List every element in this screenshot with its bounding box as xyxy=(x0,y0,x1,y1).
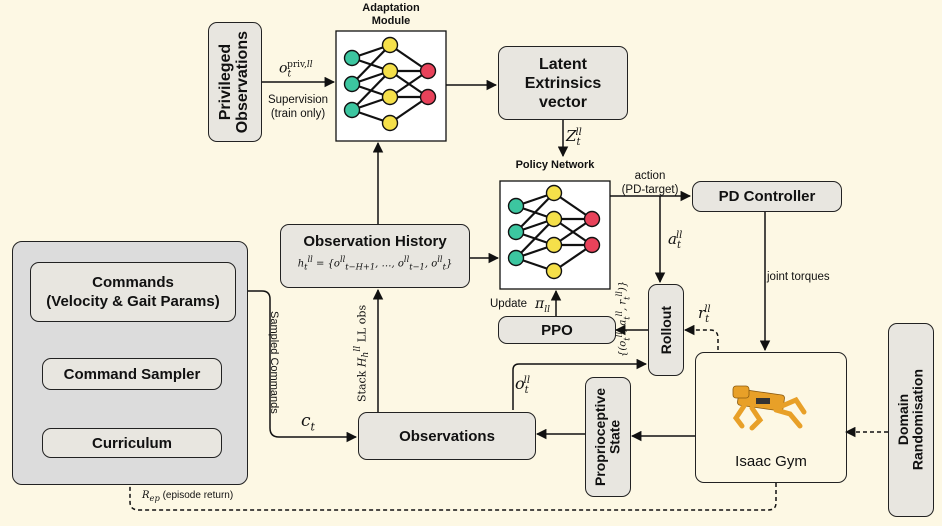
arrow-commands-to-observations xyxy=(236,290,358,443)
commands-line1: Commands xyxy=(92,274,174,291)
isaac-gym-box: Isaac Gym xyxy=(695,352,847,483)
network-node xyxy=(381,88,399,106)
network-node xyxy=(507,223,525,241)
privileged-line2: Observations xyxy=(234,30,251,134)
action-symbol: atll xyxy=(668,230,683,251)
update-symbol: πll xyxy=(535,296,550,315)
network-edge xyxy=(351,70,391,111)
supervision-line2: (train only) xyxy=(270,108,326,120)
latent-line3: vector xyxy=(538,93,588,111)
stack-label: Stack Hhll LL obs xyxy=(352,304,371,402)
network-node xyxy=(343,49,361,67)
commands-box: Commands (Velocity & Gait Params) xyxy=(30,262,236,322)
rollout-set-label: {(otll, atll, rtll)} xyxy=(614,280,632,358)
network-node xyxy=(419,88,437,106)
action-line1: action xyxy=(634,170,666,182)
adaptation-module-title: Adaptation Module xyxy=(336,2,446,28)
adaptation-network-graph xyxy=(343,36,437,132)
network-edge xyxy=(351,44,391,85)
network-node xyxy=(343,101,361,119)
reward-symbol: rtll xyxy=(698,304,711,325)
action-label: action (PD-target) xyxy=(612,169,688,197)
observation-history-box: Observation History htll = {ollt−H+1, …,… xyxy=(280,224,470,288)
observation-history-formula: htll = {ollt−H+1, …, ollt−1, ollt} xyxy=(297,254,453,272)
proprioceptive-line2: State xyxy=(607,419,623,455)
obs-symbol: otll xyxy=(515,374,531,397)
network-node xyxy=(545,236,563,254)
network-node xyxy=(545,184,563,202)
domain-randomisation-box: Domain Randomisation xyxy=(888,323,934,517)
network-node xyxy=(545,262,563,280)
rollout-box: Rollout xyxy=(648,284,684,376)
policy-network-title: Policy Network xyxy=(515,159,595,171)
adaptation-title-line1: Adaptation xyxy=(362,2,420,14)
network-edge xyxy=(515,192,555,233)
policy-network-graph xyxy=(507,184,601,280)
network-node xyxy=(419,62,437,80)
isaac-gym-label: Isaac Gym xyxy=(735,453,807,470)
latent-symbol: Ztll xyxy=(566,127,582,148)
network-node xyxy=(545,210,563,228)
network-node xyxy=(381,114,399,132)
arrow-reward-to-rollout xyxy=(683,324,719,350)
sampled-commands-label: Sampled Commands xyxy=(268,311,280,414)
privileged-line1: Privileged xyxy=(217,43,235,121)
network-node xyxy=(343,75,361,93)
network-node xyxy=(381,62,399,80)
observation-history-title: Observation History xyxy=(303,233,447,250)
arrow-episode-return xyxy=(124,458,777,511)
c-symbol: ct xyxy=(301,411,315,434)
supervision-label: Supervision (train only) xyxy=(262,93,334,121)
latent-extrinsics-box: Latent Extrinsics vector xyxy=(498,46,628,120)
proprioceptive-state-box: Proprioceptive State xyxy=(585,377,631,497)
priv-obs-symbol: otpriv,ll xyxy=(279,60,313,80)
joint-torques-label: joint torques xyxy=(767,271,830,283)
latent-line2: Extrinsics xyxy=(524,74,602,92)
network-edge xyxy=(515,218,555,259)
network-node xyxy=(583,210,601,228)
network-node xyxy=(507,197,525,215)
curriculum-box: Curriculum xyxy=(42,428,222,458)
robot-dog-image xyxy=(732,385,807,431)
adaptation-title-line2: Module xyxy=(371,15,411,27)
supervision-line1: Supervision xyxy=(267,94,329,106)
domain-line2: Randomisation xyxy=(910,369,926,471)
arrow-observations-to-rollout xyxy=(512,358,648,410)
network-node xyxy=(507,249,525,267)
action-line2: (PD-target) xyxy=(621,184,679,196)
latent-line1: Latent xyxy=(539,55,587,73)
command-sampler-box: Command Sampler xyxy=(42,358,222,390)
commands-line2: (Velocity & Gait Params) xyxy=(46,293,220,310)
observations-box: Observations xyxy=(358,412,536,460)
episode-return-label: Rep (episode return) xyxy=(140,490,236,503)
network-node xyxy=(583,236,601,254)
privileged-observations-box: Privileged Observations xyxy=(208,22,262,142)
rollout-label: Rollout xyxy=(657,305,674,355)
update-label: Update xyxy=(490,298,528,310)
pd-controller-box: PD Controller xyxy=(692,181,842,212)
ppo-box: PPO xyxy=(498,316,616,344)
network-node xyxy=(381,36,399,54)
